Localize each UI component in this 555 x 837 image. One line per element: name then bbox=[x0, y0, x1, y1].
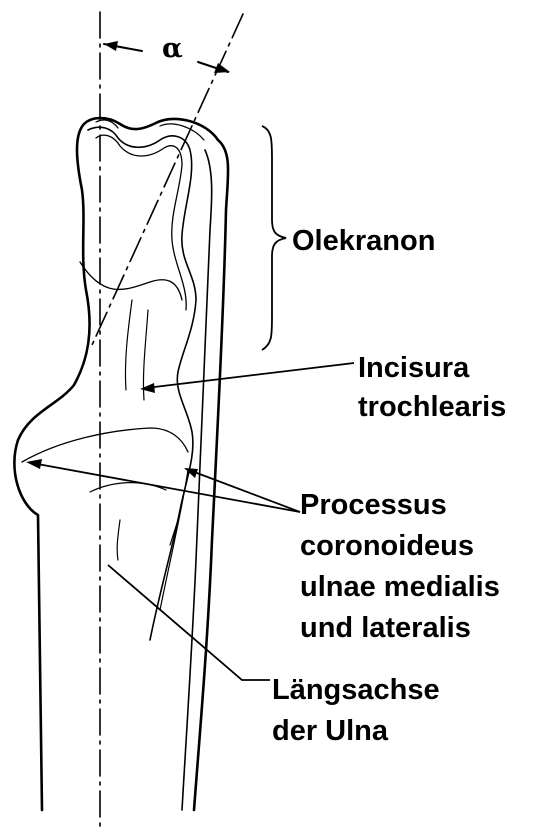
label-incisura-line1: Incisura bbox=[358, 352, 470, 384]
label-processus-line2: coronoideus bbox=[300, 530, 474, 562]
coronoid-contour bbox=[22, 428, 188, 462]
ulna-outline bbox=[14, 118, 228, 810]
label-processus-line1: Processus bbox=[300, 489, 447, 521]
label-processus-line3: ulnae medialis bbox=[300, 571, 500, 603]
processus-leader-1 bbox=[32, 463, 300, 512]
label-processus-line4: und lateralis bbox=[300, 612, 471, 644]
label-axis-line1: Längsachse bbox=[272, 674, 440, 706]
notch-floor bbox=[125, 300, 148, 400]
medial-ridge bbox=[80, 262, 182, 300]
label-incisura-line2: trochlearis bbox=[358, 391, 506, 423]
label-olecranon: Olekranon bbox=[292, 225, 435, 257]
axis-leader bbox=[108, 565, 270, 680]
trochlear-notch-inner bbox=[96, 135, 186, 310]
olecranon-brace bbox=[262, 126, 286, 350]
processus-leader-2 bbox=[189, 470, 300, 512]
angle-label: α bbox=[162, 33, 183, 64]
label-axis-line2: der Ulna bbox=[272, 715, 389, 747]
